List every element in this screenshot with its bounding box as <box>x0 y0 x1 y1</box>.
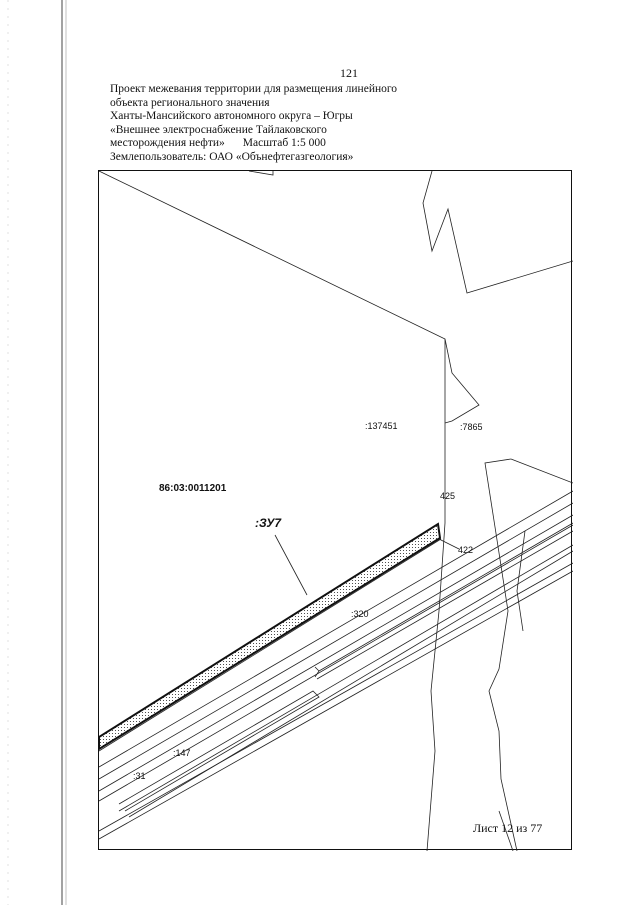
header-line-2: объекта регионального значения <box>110 96 270 109</box>
scale-text: Масштаб 1:5 000 <box>242 137 326 149</box>
corridor-inner-d <box>316 530 573 680</box>
corridor-line-6 <box>118 544 573 812</box>
parcel-137451-label: :137451 <box>365 421 398 431</box>
parcel-7865-label: :7865 <box>460 422 483 432</box>
cadastral-quarter-label: 86:03:0011201 <box>159 483 227 494</box>
corridor-inner-a <box>118 690 320 812</box>
header-line-5: месторождения нефти» Масштаб 1:5 000 <box>110 137 430 151</box>
corridor-line-4 <box>99 514 573 792</box>
map-frame: 86:03:0011201 :137451 :7865 425 422 :ЗУ7… <box>98 170 573 851</box>
corridor-inner-c <box>314 666 320 678</box>
boundary-top-notch <box>248 171 274 176</box>
corridor-inner-b <box>318 522 573 672</box>
boundary-right-mid2 <box>510 458 573 484</box>
boundary-right-upper <box>422 171 573 294</box>
zu7-leader <box>274 534 308 596</box>
document-header: Проект межевания территории для размещен… <box>110 83 430 164</box>
boundary-right-inner <box>444 338 480 424</box>
zu7-label: :ЗУ7 <box>255 516 282 530</box>
point-425-label: 425 <box>440 491 456 501</box>
header-line-1: Проект межевания территории для размещен… <box>110 83 398 95</box>
corridor-line-2 <box>99 490 573 768</box>
parcel-31-label: :31 <box>133 771 146 781</box>
header-line-6: Землепользователь: ОАО «Обънефтегазгеоло… <box>110 150 354 163</box>
point-422-label: 422 <box>458 545 474 555</box>
boundary-right-mid <box>484 458 518 851</box>
corridor-line-1 <box>99 538 442 752</box>
corridor-line-8 <box>99 562 573 832</box>
parcel-320-label: :320 <box>351 609 369 619</box>
parcel-147-label: :147 <box>173 748 191 758</box>
boundary-vertical <box>426 522 446 851</box>
corridor-line-5 <box>99 524 573 802</box>
corridor-line-9 <box>99 570 573 840</box>
sheet-leader <box>498 810 514 851</box>
point-422-leader <box>438 538 460 550</box>
boundary-right-bottom <box>516 530 526 632</box>
page-number: 121 <box>340 66 358 80</box>
corridor-line-7 <box>128 550 573 818</box>
zu7-strip <box>99 522 442 751</box>
header-line-4: «Внешнее электроснабжение Тайлаковского <box>110 123 327 136</box>
header-line-3: Ханты-Мансийского автономного округа – Ю… <box>110 110 353 122</box>
sheet-number: Лист 12 из 77 <box>473 821 543 835</box>
boundary-upper <box>99 171 446 523</box>
header-line-5-left: месторождения нефти» <box>110 137 225 149</box>
cadastral-map <box>99 171 573 851</box>
corridor-line-3 <box>99 502 573 780</box>
